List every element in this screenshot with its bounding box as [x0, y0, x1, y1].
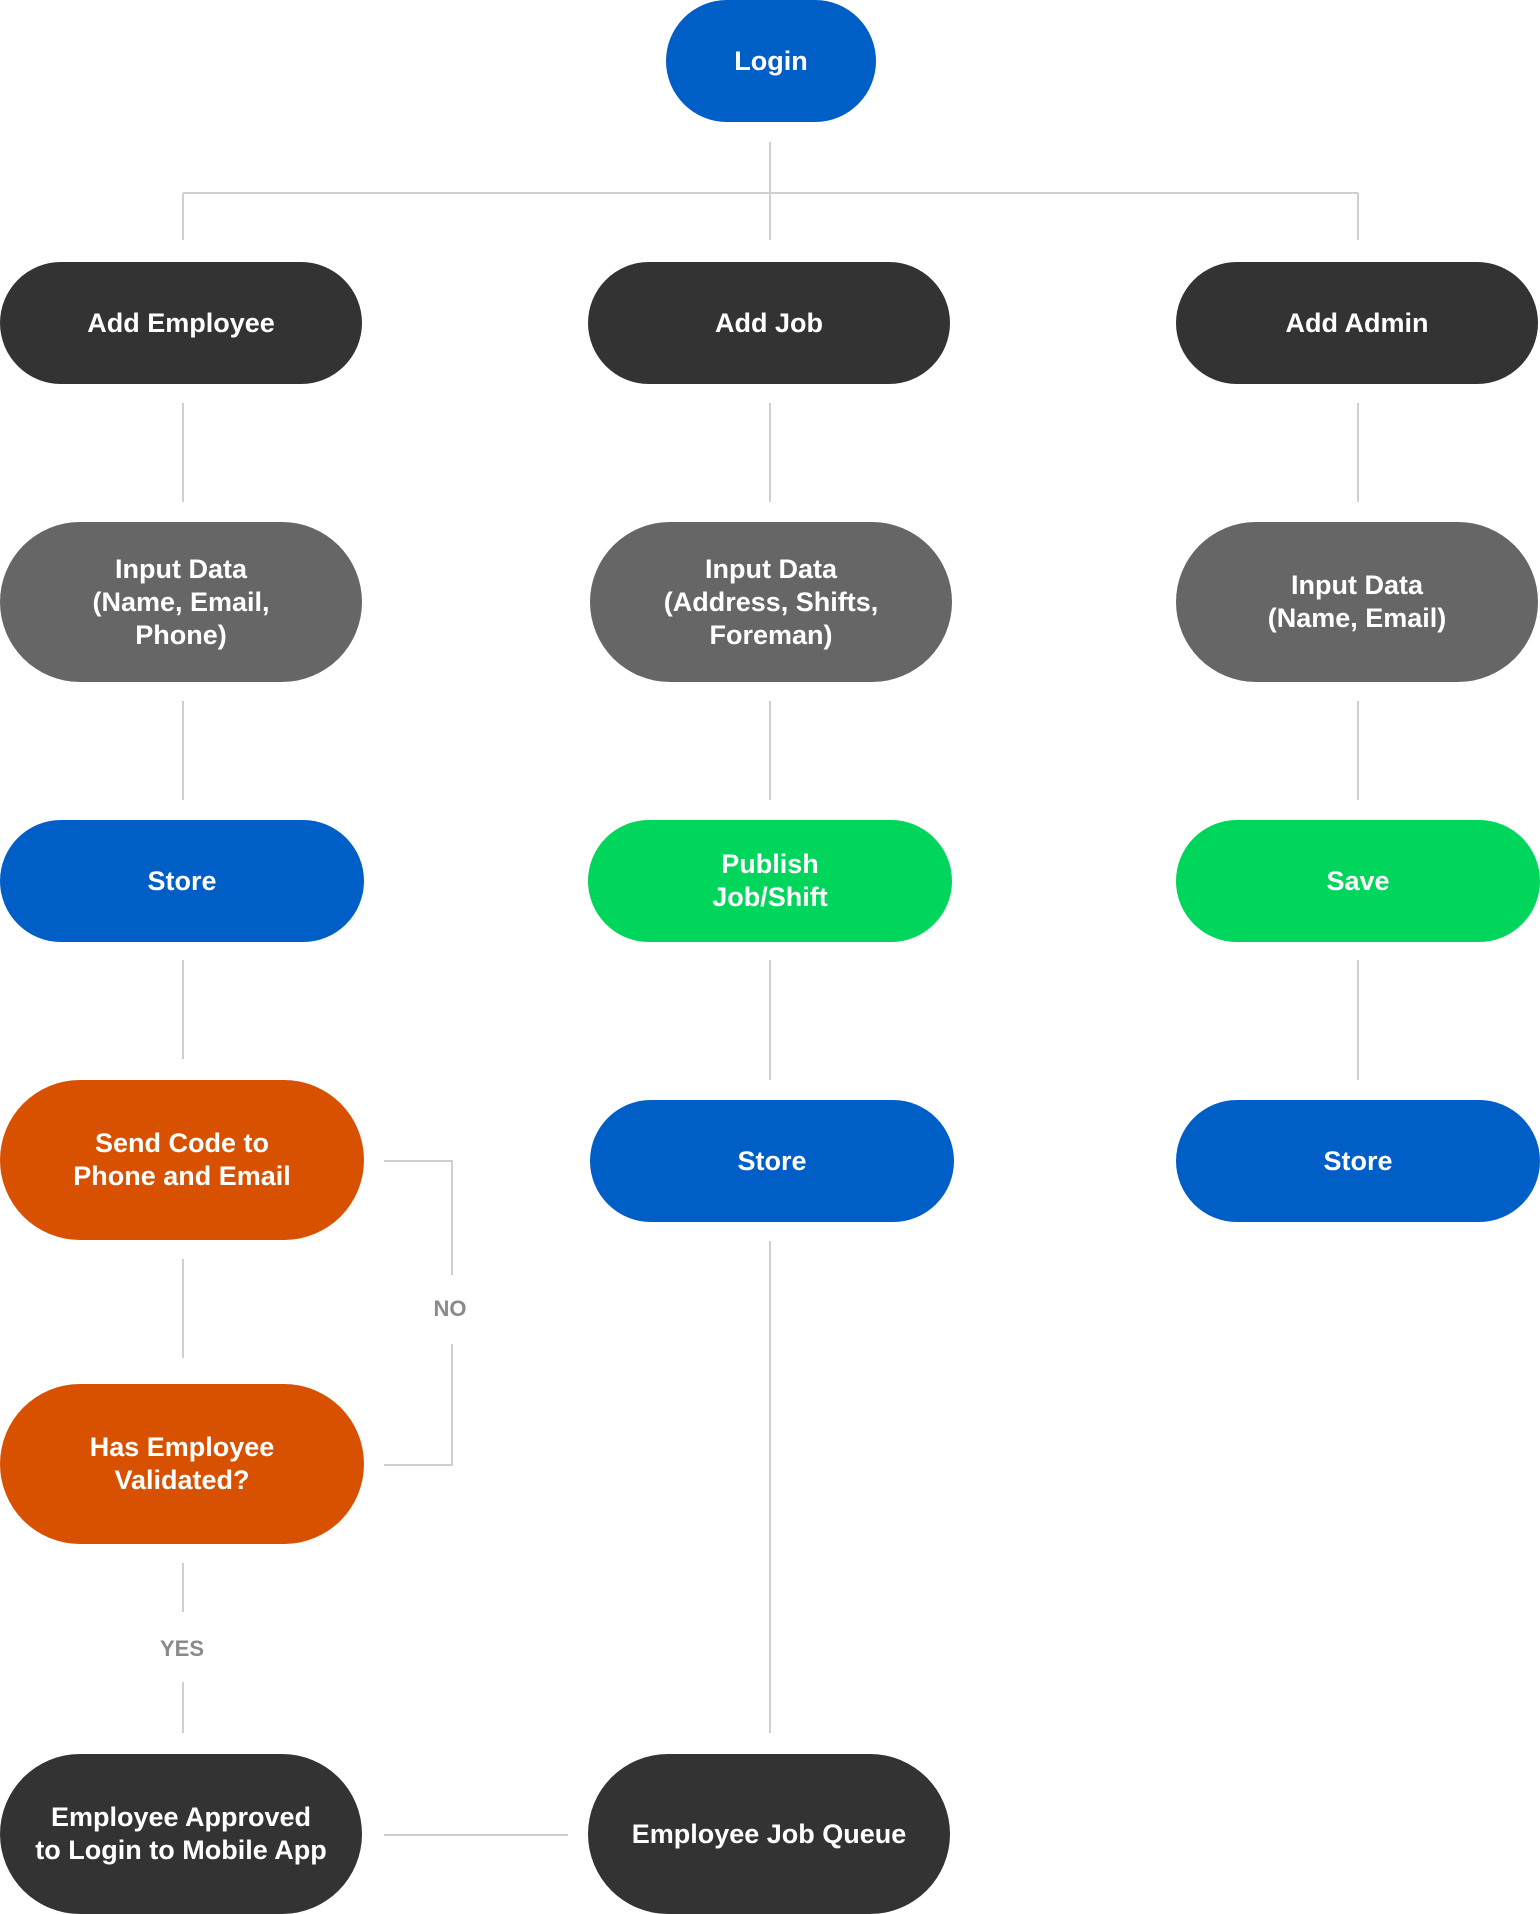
- connector-no-loop-bottom: [384, 1344, 453, 1466]
- save-admin-node: Save: [1176, 820, 1540, 942]
- employee-approved-node: Employee Approved to Login to Mobile App: [0, 1754, 362, 1914]
- send-code-node: Send Code to Phone and Email: [0, 1080, 364, 1240]
- yes-label: YES: [159, 1636, 205, 1661]
- employee-job-queue-node: Employee Job Queue: [588, 1754, 950, 1914]
- store-admin-node: Store: [1176, 1100, 1540, 1222]
- connector-no-loop-top: [384, 1160, 453, 1275]
- add-job-node: Add Job: [588, 262, 950, 384]
- publish-job-node: Publish Job/Shift: [588, 820, 952, 942]
- input-job-node: Input Data (Address, Shifts, Foreman): [590, 522, 952, 682]
- add-employee-node: Add Employee: [0, 262, 362, 384]
- login-node: Login: [666, 0, 876, 122]
- input-admin-node: Input Data (Name, Email): [1176, 522, 1538, 682]
- input-employee-node: Input Data (Name, Email, Phone): [0, 522, 362, 682]
- has-validated-node: Has Employee Validated?: [0, 1384, 364, 1544]
- no-label: NO: [433, 1296, 467, 1321]
- add-admin-node: Add Admin: [1176, 262, 1538, 384]
- store-employee-node: Store: [0, 820, 364, 942]
- store-job-node: Store: [590, 1100, 954, 1222]
